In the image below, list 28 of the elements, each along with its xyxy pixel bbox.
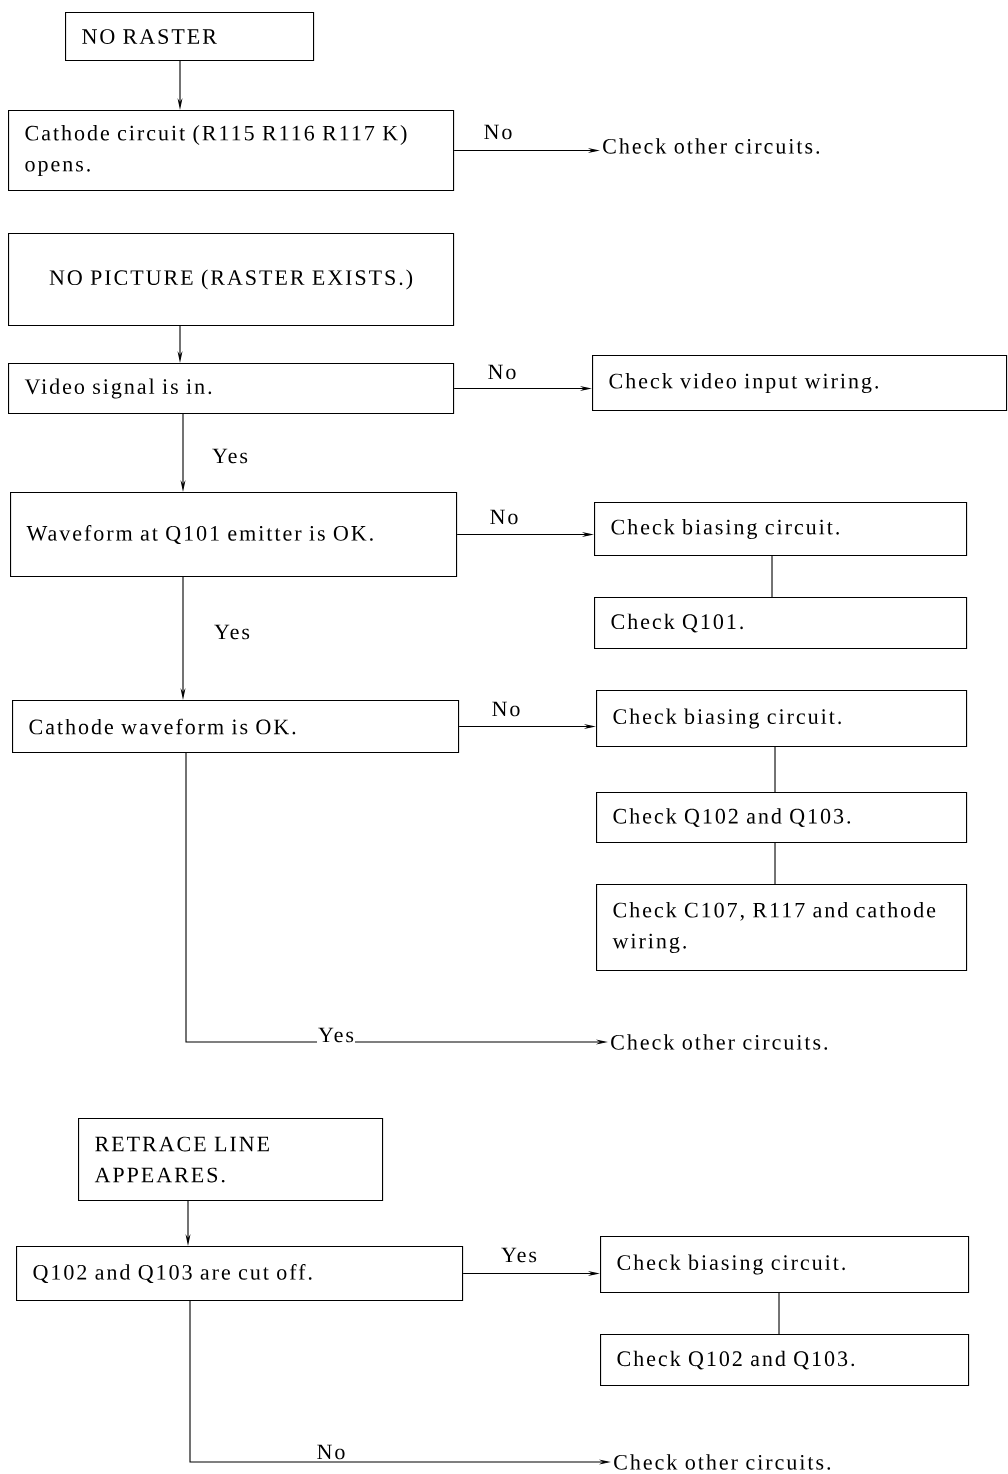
process-box: Check Q102 and Q103.	[596, 792, 968, 844]
process-box: RETRACE LINE APPEARES.	[78, 1118, 384, 1202]
process-box: Check C107, R117 and cathode wiring.	[596, 884, 968, 972]
edge-label: No	[488, 508, 520, 526]
process-box: Check Q101.	[594, 597, 968, 650]
process-box: Check video input wiring.	[592, 355, 1008, 412]
process-box: Check Q102 and Q103.	[600, 1334, 970, 1387]
process-box: Waveform at Q101 emitter is OK.	[10, 492, 458, 578]
edge-label: No	[482, 123, 514, 141]
edge-label: No	[486, 363, 518, 381]
process-box: NO PICTURE (RASTER EXISTS.)	[8, 233, 455, 327]
process-box: Q102 and Q103 are cut off.	[16, 1246, 464, 1302]
result-text: Check other circuits.	[611, 1034, 828, 1050]
edge-label: Yes	[213, 623, 251, 641]
result-text: Check other circuits.	[603, 138, 820, 154]
process-box: Cathode circuit (R115 R116 R117 K) opens.	[8, 110, 455, 192]
process-box: Check biasing circuit.	[594, 502, 968, 557]
process-box: Check biasing circuit.	[600, 1236, 970, 1294]
process-box: Cathode waveform is OK.	[12, 700, 460, 754]
result-text: Check other circuits.	[614, 1454, 831, 1470]
process-box: NO RASTER	[65, 12, 315, 62]
edge-label: No	[490, 700, 522, 718]
edge-label: Yes	[317, 1026, 355, 1044]
edge-label: Yes	[500, 1246, 538, 1264]
edge-label: No	[315, 1443, 347, 1461]
process-box: Video signal is in.	[8, 363, 455, 415]
process-box: Check biasing circuit.	[596, 690, 968, 748]
edge-label: Yes	[211, 447, 249, 465]
